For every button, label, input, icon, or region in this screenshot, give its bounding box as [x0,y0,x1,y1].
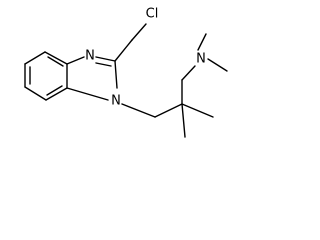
bond-cq-me2 [181,103,186,138]
bond-c2-n1 [114,60,118,89]
bond-c8-c9 [45,87,68,101]
atom-label-n-ring: N [111,94,121,109]
atom-label-n-amine: N [196,52,206,67]
benzene-ring [24,51,68,101]
bond-c6-c7 [44,51,68,65]
bond-n3-c2-double [95,62,112,67]
bond-n3-c2 [95,56,116,62]
bond-n1-c8 [66,87,109,101]
bond-n1-ch2 [121,103,156,118]
atom-label-n-imine: N [85,49,95,64]
imidazole-ring [66,56,118,101]
bond-ch2-cl [131,23,147,41]
bond-c2-ch2 [114,39,133,62]
bond-c5-c6 [24,51,46,65]
bond-ch2-cq [154,103,183,118]
bond-c7-n3 [66,56,85,65]
bond-c9-c4 [24,86,47,101]
bond-n-me-up [197,33,207,51]
bond-inner-3 [46,85,63,96]
molecule-structure: Cl N N N [24,7,228,138]
atom-labels: Cl N N N [85,7,206,109]
bond-cq-me1 [181,103,214,118]
bond-n-me-right [207,58,228,72]
aminopropyl-chain [121,33,228,138]
bond-ch2b-n [181,65,196,81]
atom-label-cl: Cl [146,7,159,22]
chloromethyl-group [114,23,147,62]
bond-inner-2 [47,56,64,67]
